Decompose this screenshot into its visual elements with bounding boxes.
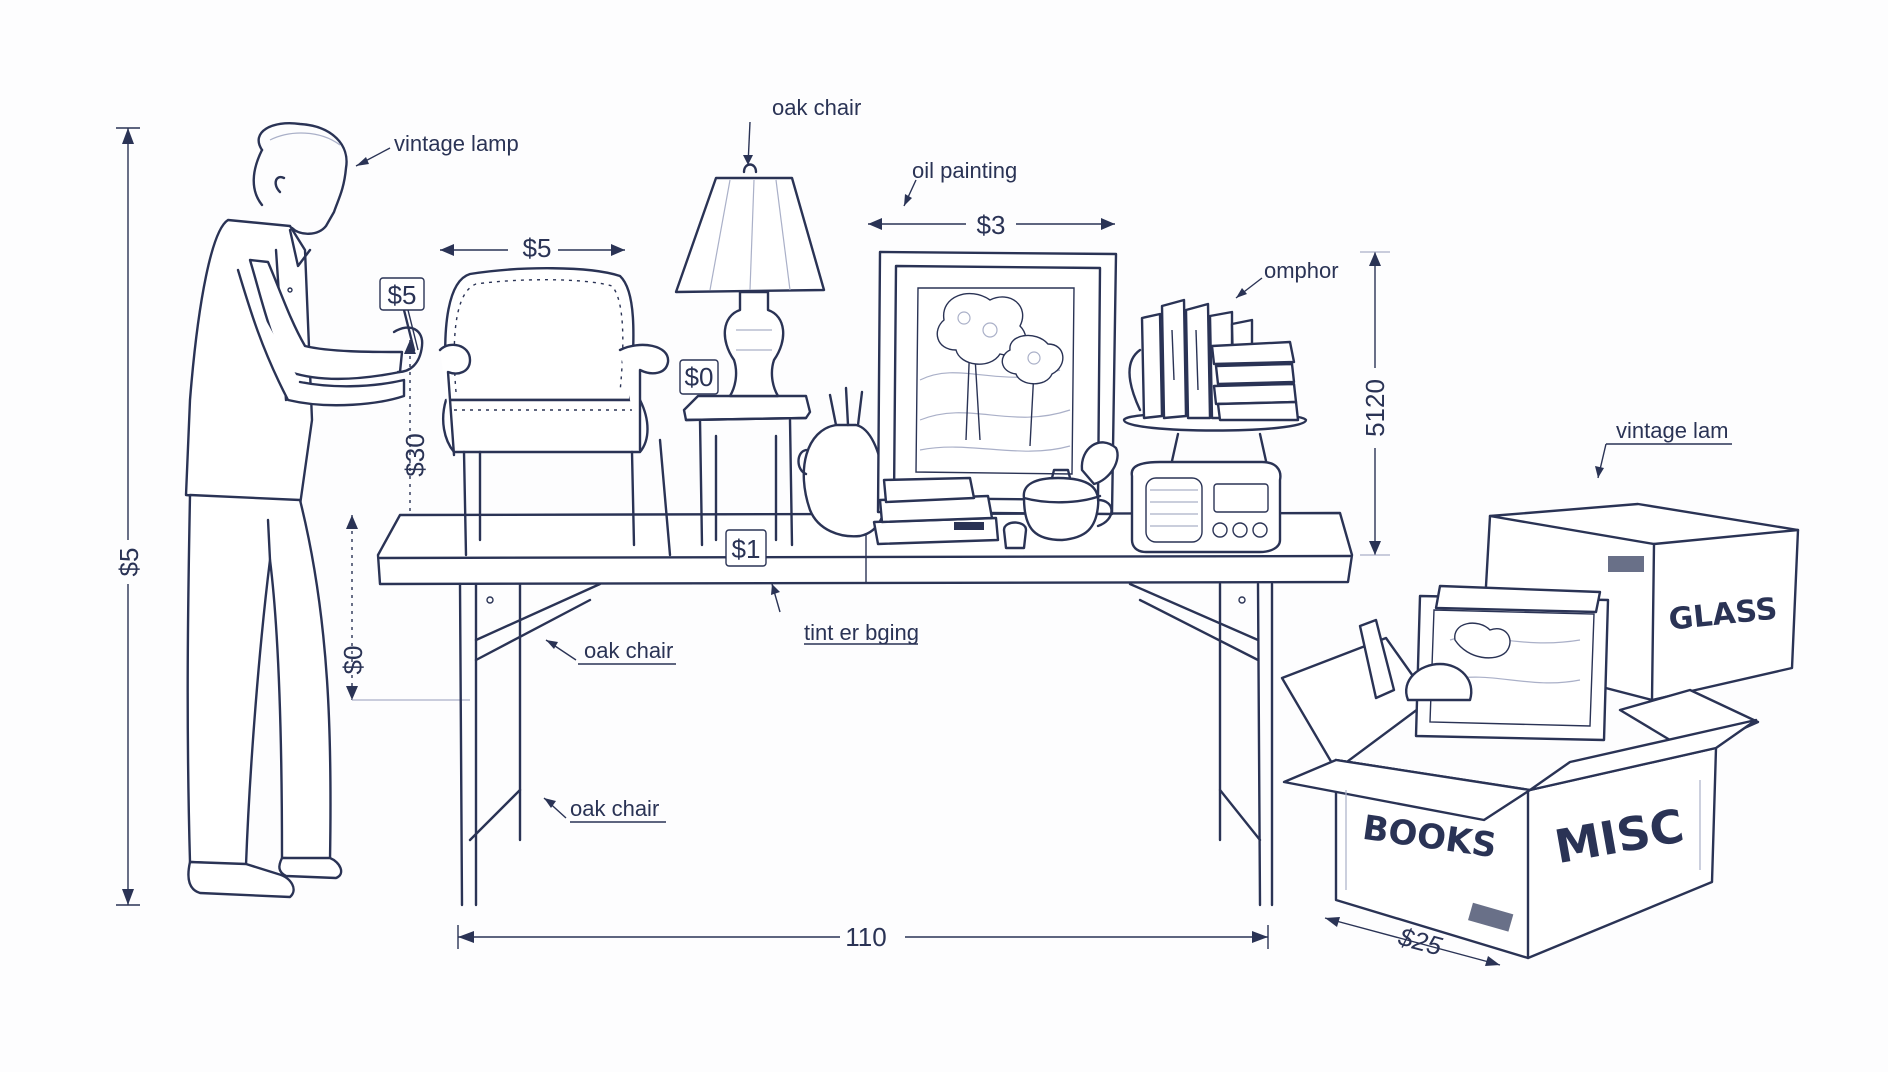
callout-oak-chair-mid: oak chair bbox=[545, 638, 676, 665]
callout-oak-chair-low-label: oak chair bbox=[570, 796, 659, 821]
books-on-shelf bbox=[1140, 298, 1300, 422]
callout-omphor-label: omphor bbox=[1264, 258, 1339, 283]
book-stack-table bbox=[872, 476, 1000, 546]
callout-oil-painting: oil painting bbox=[903, 158, 1017, 207]
chair-width-label: $5 bbox=[523, 233, 552, 263]
vintage-radio bbox=[1130, 460, 1282, 554]
table-price-tag: $1 bbox=[725, 529, 767, 567]
hand-price-tag: $5 bbox=[379, 277, 425, 351]
box-misc-books: BOOKS MISC bbox=[1280, 584, 1760, 960]
callout-vintage-lamp-top-label: vintage lamp bbox=[394, 131, 519, 156]
folding-table bbox=[376, 511, 1354, 907]
vintage-lamp bbox=[674, 163, 826, 398]
callout-oil-painting-label: oil painting bbox=[912, 158, 1017, 183]
dimension-shelf-height: 5120 bbox=[1360, 251, 1390, 556]
hand-tag-label: $5 bbox=[388, 280, 417, 310]
table-tag-label: $1 bbox=[732, 534, 761, 564]
dimension-chair-height: $30 bbox=[400, 340, 430, 520]
oil-painting bbox=[876, 250, 1118, 516]
table-leg-height-label: $0 bbox=[338, 646, 368, 675]
person-figure bbox=[184, 122, 424, 899]
dimension-table-leg: $0 bbox=[338, 515, 470, 701]
painting-width-label: $3 bbox=[977, 210, 1006, 240]
callout-oak-chair-top-label: oak chair bbox=[772, 95, 861, 120]
callout-vintage-lamp-top: vintage lamp bbox=[355, 131, 519, 167]
dimension-person-height: $5 bbox=[114, 127, 144, 906]
table-width-label: 110 bbox=[845, 922, 886, 952]
person-height-label: $5 bbox=[114, 548, 144, 577]
callout-tint-er-bging-label: tint er bging bbox=[804, 620, 919, 645]
side-table-tag-label: $0 bbox=[685, 362, 714, 392]
callout-oak-chair-low: oak chair bbox=[543, 796, 666, 823]
dimension-painting-width: $3 bbox=[868, 206, 1115, 242]
oak-chair bbox=[438, 267, 672, 557]
callout-omphor: omphor bbox=[1235, 258, 1339, 299]
teapot bbox=[1002, 441, 1119, 550]
chair-height-label: $30 bbox=[400, 433, 430, 476]
callout-vintage-lam-right: vintage lam bbox=[1595, 418, 1732, 479]
shelf-height-label: 5120 bbox=[1360, 379, 1390, 437]
dimension-table-width: 110 bbox=[457, 922, 1269, 952]
callout-vintage-lam-right-label: vintage lam bbox=[1616, 418, 1729, 443]
side-table: $0 bbox=[679, 359, 812, 547]
dimension-chair-width: $5 bbox=[440, 230, 625, 266]
callout-tint-er-bging: tint er bging bbox=[771, 583, 919, 645]
callout-oak-chair-top: oak chair bbox=[743, 95, 861, 166]
callout-oak-chair-mid-label: oak chair bbox=[584, 638, 673, 663]
